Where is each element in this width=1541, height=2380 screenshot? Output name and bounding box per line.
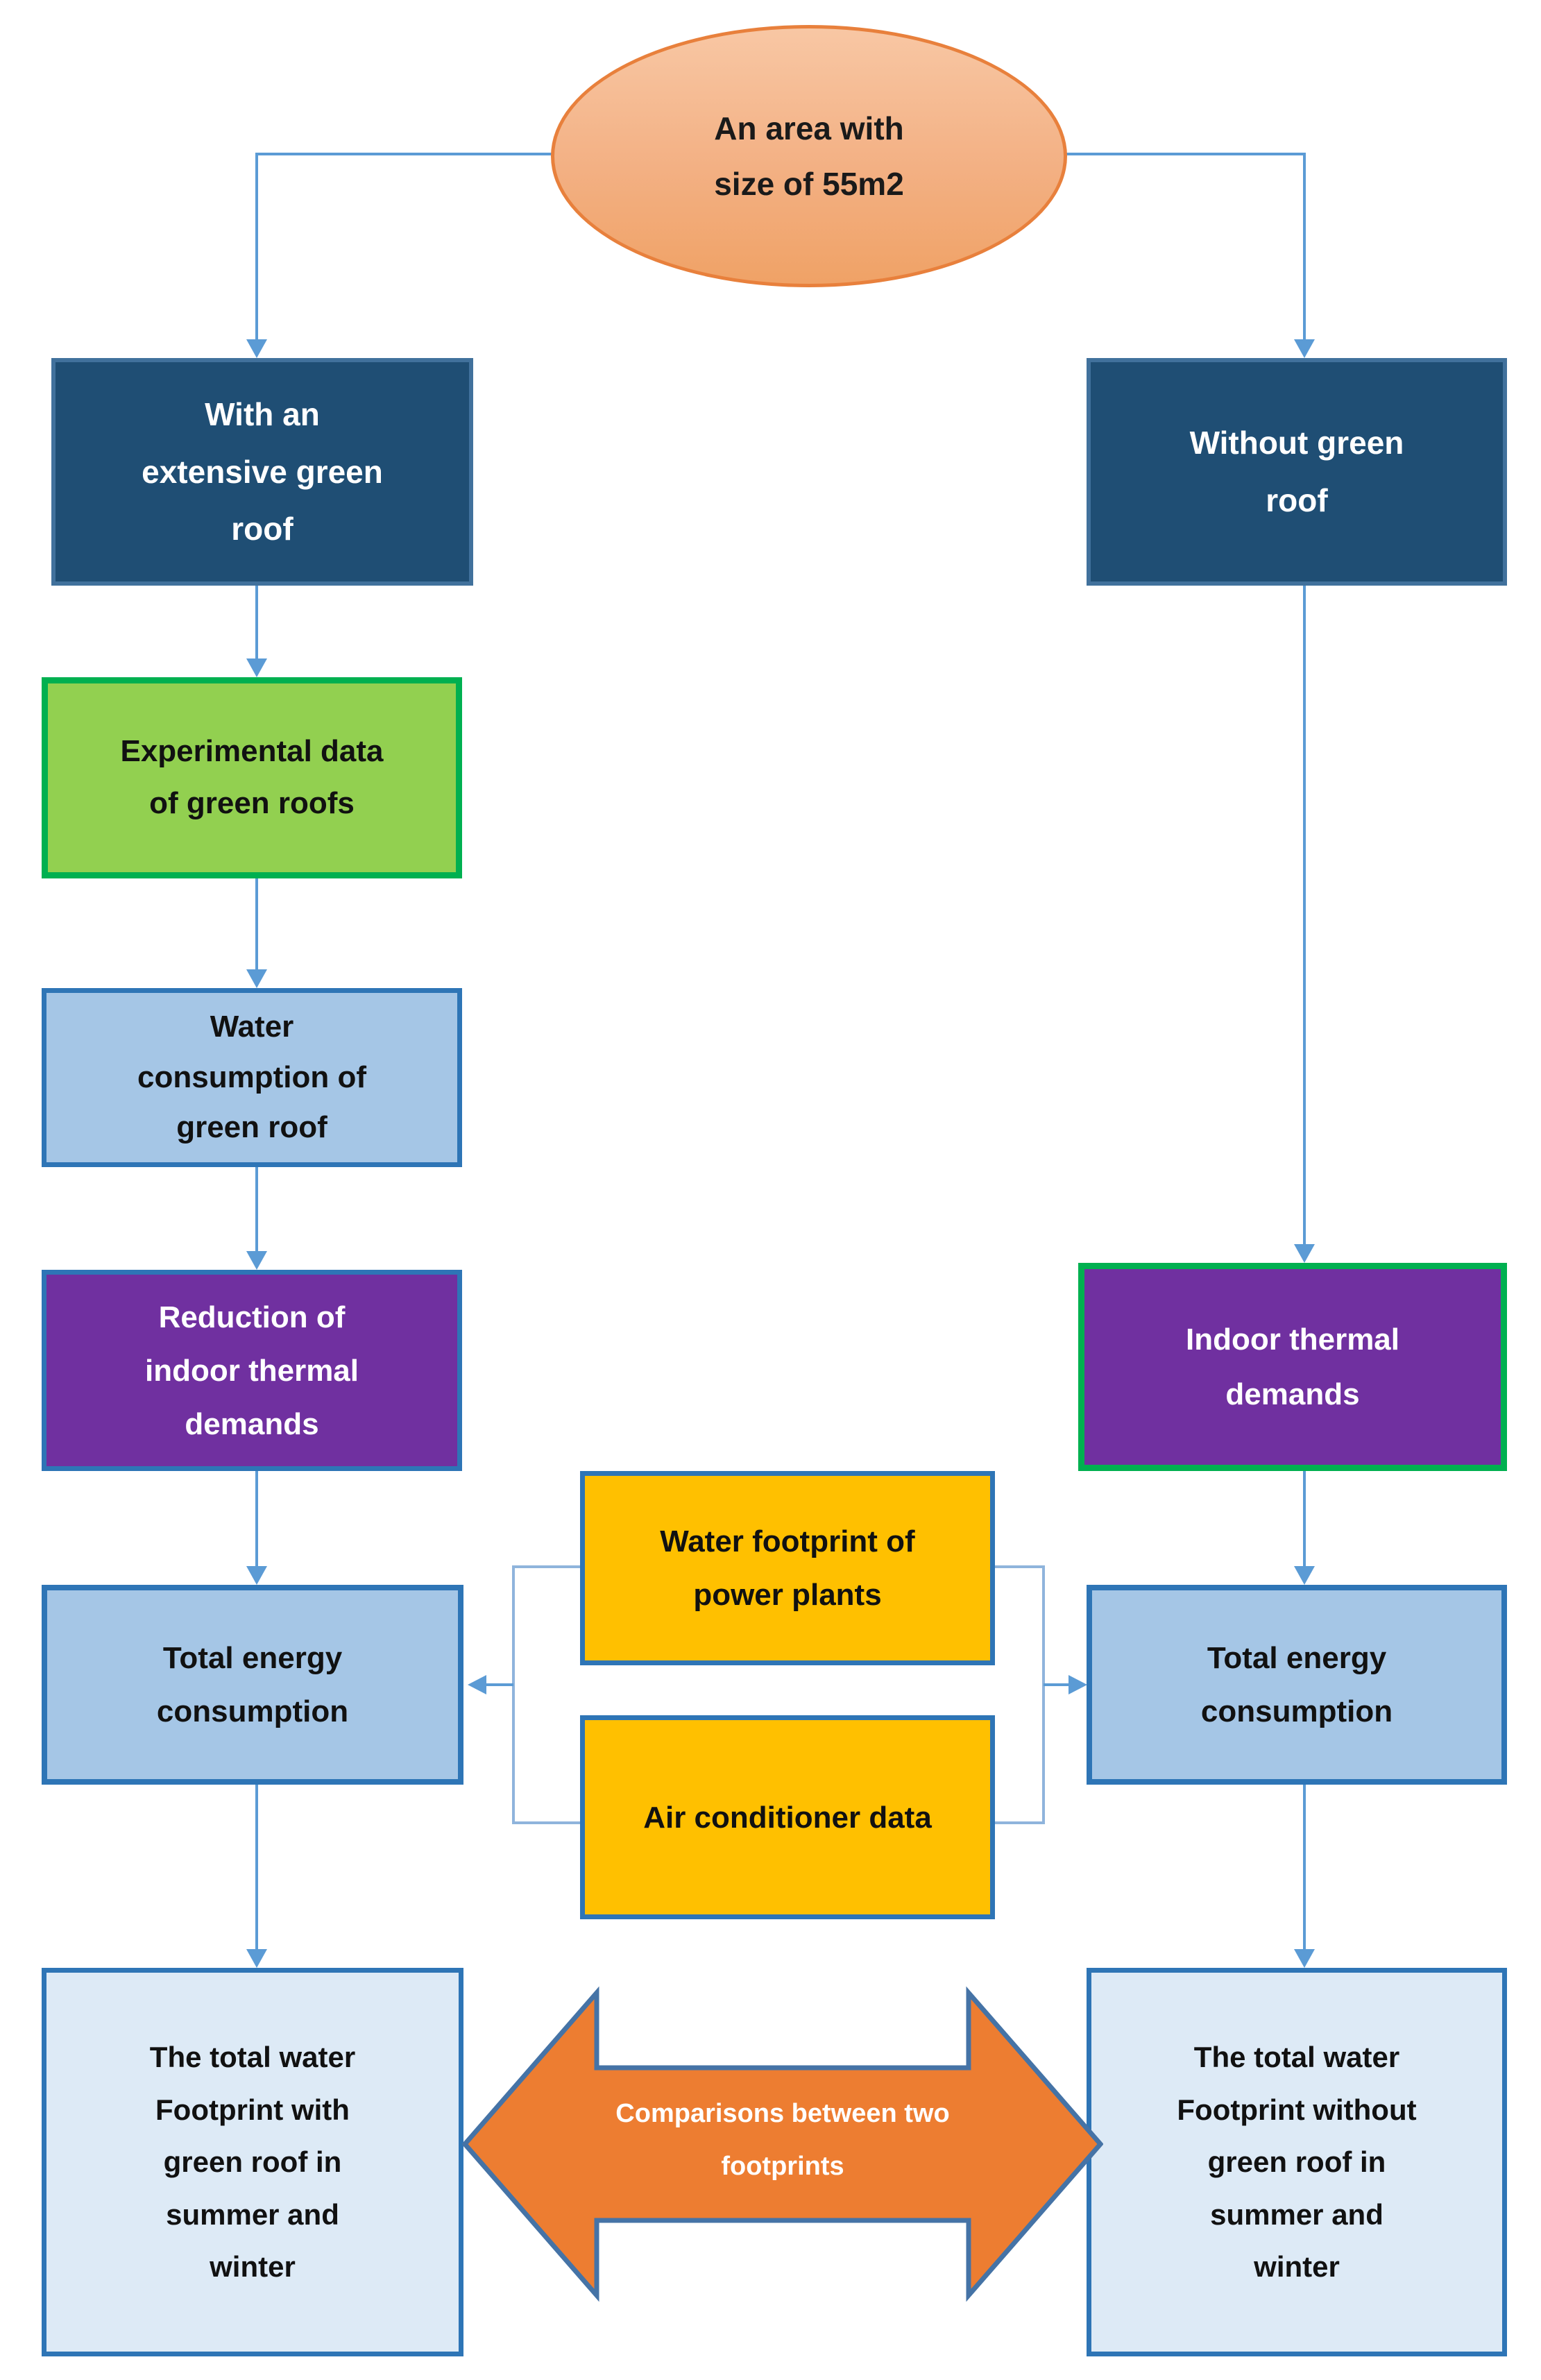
arrowhead-down-icon [246,1566,267,1585]
connector-left-5 [255,1471,258,1567]
bracket-left-mid [486,1683,513,1686]
node-label: An area with size of 55m2 [714,110,904,203]
bracket-right-top [995,1565,1044,1568]
node-label: Water footprint of power plants [660,1524,915,1612]
connector-ellipse-left [255,153,554,155]
node-without-green-roof: Without green roof [1087,358,1507,586]
connector-left-4 [255,1167,258,1252]
node-with-green-roof: With an extensive green roof [51,358,473,586]
node-total-energy-left: Total energy consumption [42,1585,463,1785]
bracket-left-vertical [512,1565,515,1824]
arrowhead-down-icon [246,658,267,677]
node-label: With an extensive green roof [142,396,383,547]
node-footprint-without-green-roof: The total water Footprint without green … [1087,1968,1507,2356]
bracket-right-bottom [995,1821,1044,1824]
connector-ellipse-right [1064,153,1306,155]
node-label: Without green roof [1189,425,1404,518]
node-total-energy-right: Total energy consumption [1087,1585,1507,1785]
comparison-arrow-shape [462,1986,1103,2302]
node-footprint-with-green-roof: The total water Footprint with green roo… [42,1968,463,2356]
node-label: Total energy consumption [1200,1641,1393,1728]
connector-right-3 [1303,1471,1306,1567]
node-label: The total water Footprint with green roo… [149,2041,356,2284]
node-label: Experimental data of green roofs [120,734,384,820]
arrowhead-down-icon [246,1949,267,1968]
arrowhead-down-icon [1294,1244,1315,1263]
node-air-conditioner-data: Air conditioner data [580,1715,995,1919]
arrowhead-down-icon [1294,1566,1315,1585]
bracket-right-mid [1044,1683,1070,1686]
connector-left-1 [255,153,258,340]
arrowhead-down-icon [1294,339,1315,358]
connector-left-2 [255,586,258,659]
connector-right-4 [1303,1785,1306,1950]
bracket-right-vertical [1042,1565,1045,1824]
node-label: The total water Footprint without green … [1177,2041,1417,2284]
arrowhead-down-icon [246,339,267,358]
arrowhead-right-icon [1069,1675,1087,1694]
bracket-left-bottom [512,1821,580,1824]
connector-left-6 [255,1785,258,1950]
comparison-arrow-label: Comparisons between two footprints [615,2099,950,2181]
arrowhead-down-icon [1294,1949,1315,1968]
connector-right-1 [1303,153,1306,340]
node-water-consumption: Water consumption of green roof [42,988,462,1167]
node-label: Total energy consumption [156,1641,349,1728]
arrowhead-down-icon [246,969,267,988]
node-label: Reduction of indoor thermal demands [144,1300,359,1441]
connector-right-2 [1303,586,1306,1245]
connector-left-3 [255,878,258,970]
comparison-arrow [462,1986,1103,2302]
node-water-footprint-power-plants: Water footprint of power plants [580,1471,995,1665]
bracket-left-top [512,1565,580,1568]
node-reduction-thermal-demands: Reduction of indoor thermal demands [42,1270,462,1471]
node-experimental-data: Experimental data of green roofs [42,677,462,878]
arrowhead-left-icon [468,1675,486,1694]
node-indoor-thermal-demands: Indoor thermal demands [1078,1263,1507,1471]
node-area-ellipse: An area with size of 55m2 [551,25,1067,287]
node-label: Air conditioner data [643,1800,932,1835]
node-label: Indoor thermal demands [1185,1322,1400,1411]
arrowhead-down-icon [246,1251,267,1270]
node-label: Water consumption of green roof [137,1010,366,1145]
